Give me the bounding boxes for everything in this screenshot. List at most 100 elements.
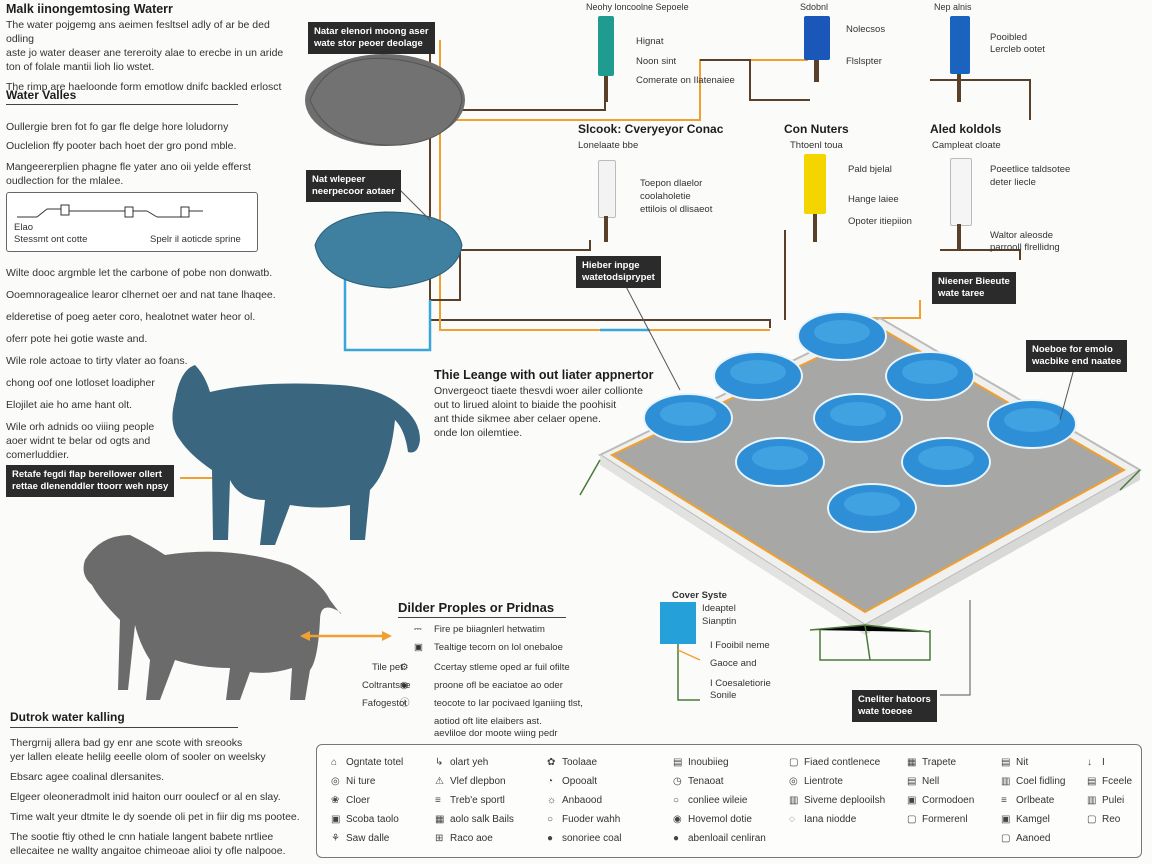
legend-label: Nell — [922, 776, 940, 787]
legend-label: I — [1102, 757, 1105, 768]
tank-icon: ▤ — [673, 757, 683, 768]
legend-label: Reo — [1102, 814, 1121, 825]
callout-top-rock: Natar elenori moong aser wate stor peoer… — [308, 22, 435, 54]
sensor4-label-2: coolaholetie — [640, 191, 691, 202]
body-line: Wile role actoae to tirty vlater ao foan… — [6, 355, 188, 367]
legend-item: ⌂Ogntate totel — [331, 757, 403, 768]
legend-label: Lientrote — [804, 776, 843, 787]
sensor4-body — [598, 160, 616, 218]
sensor1-label-2: Noon sint — [636, 56, 677, 67]
green-ties — [579, 459, 1141, 661]
sensor4-sub: Lonelaate bbe — [578, 140, 639, 151]
legend-item: ○ Fuoder wahh — [547, 814, 620, 825]
legend-item: ❀ Cloer — [331, 795, 370, 806]
sun-icon: ☼ — [547, 795, 557, 806]
pool-highlight — [752, 446, 808, 470]
plug-icon: ⎓ — [414, 624, 422, 635]
legend-item: ≡Orlbeate — [1001, 795, 1054, 806]
ring-icon: ◎ — [331, 776, 340, 787]
cover-system-title: Cover Syste — [672, 590, 727, 601]
flow-diagram — [6, 192, 258, 252]
legend-item: ▥ Siveme deplooilsh — [789, 795, 885, 806]
sensor1-title: Neohy loncoolne Sepoele — [586, 2, 689, 12]
cover-blue-block — [660, 602, 696, 644]
legend-label: Cormodoen — [922, 795, 975, 806]
sensor6-label-2: deter liecle — [990, 177, 1036, 188]
legend-item: ☼Anbaood — [547, 795, 602, 806]
callout-left-animal: Retafe fegdi flap berellower ollert rett… — [6, 465, 175, 497]
animal-gray-silhouette — [83, 535, 342, 700]
filter-icon: ▥ — [789, 795, 799, 806]
legend-label: Hovemol dotie — [688, 814, 752, 825]
legend-item: ▤ Nell — [907, 776, 939, 787]
sensor6-label-1: Poeetlice taldsotee — [990, 164, 1071, 175]
legend-label: Aanoed — [1016, 833, 1051, 844]
legend-item: ◉Hovemol dotie — [673, 814, 752, 825]
body-line: aoer widnt te belar od ogts and — [6, 435, 151, 447]
bottom-line: Elgeer oleoneradmolt inid haiton ourr oo… — [10, 791, 281, 803]
animal-blue-silhouette — [172, 365, 420, 545]
legend-label: sonoriee coal — [562, 833, 622, 844]
sensor3-body — [950, 16, 970, 74]
legend-item: ●sonoriee coal — [547, 833, 621, 844]
legend-item: ▤ Inoubiieg — [673, 757, 729, 768]
legend-label: Inoubiieg — [688, 757, 729, 768]
lounge-line: out to lirued aloint to biaide the poohi… — [434, 399, 617, 411]
profile-row-text: teocote to Iar pocivaed lganiing tlst, — [434, 698, 583, 709]
intro-line: The rimp are haeloonde form emotlow dnif… — [6, 81, 282, 93]
body-text: Wilte dooc argmble let the carbone of po… — [6, 266, 306, 462]
pan-icon: ▣ — [907, 795, 917, 806]
bin-icon: ▦ — [907, 757, 917, 768]
sensor6-label-4: parrooll flrellidng — [990, 242, 1060, 253]
legend-label: Siveme deplooilsh — [804, 795, 886, 806]
sensor3-stem — [957, 74, 961, 102]
legend-item: ▤Nit — [1001, 757, 1028, 768]
legend-item: ↳olart yeh — [435, 757, 488, 768]
legend-label: Pulei — [1102, 795, 1125, 806]
meter-icon: ◎ — [789, 776, 798, 787]
sensor2-label-1: Nolecsos — [846, 24, 886, 35]
legend-label: Trapete — [922, 757, 957, 768]
body-line: chong oof one lotloset loadipher — [6, 377, 155, 389]
water-values-p3a: Mangeererplien phagne fle yater ano oii … — [6, 161, 251, 173]
grate-icon: ▤ — [907, 776, 917, 787]
profile-row-label: Fafogestot — [362, 698, 407, 709]
hook-icon: ↳ — [435, 757, 444, 768]
legend-item: ✿Toolaae — [547, 757, 597, 768]
pipe-brown-main — [429, 40, 771, 328]
legend-label: Opooalt — [562, 776, 598, 787]
circle-icon: ○ — [547, 814, 554, 825]
sensor3-label-1: Pooibled — [990, 32, 1027, 43]
warning-icon: ⚠ — [435, 776, 444, 787]
frame-icon: ▢ — [789, 757, 799, 768]
brick-icon: ▤ — [1001, 757, 1011, 768]
drop2-icon: ● — [673, 833, 680, 844]
pot-icon: ▢ — [1001, 833, 1011, 844]
legend-item: ▦ Trapete — [907, 757, 956, 768]
pipe-orange-main — [439, 40, 770, 331]
bottom-line: ellecaitee ne wallty angaitoe chimeoae a… — [10, 845, 286, 857]
flower-icon: ✿ — [547, 757, 556, 768]
body-line: oferr pote hei gotie waste and. — [6, 333, 148, 345]
callout-sensor-hub: Hieber inpge watetodsiprypet — [576, 256, 661, 288]
legend-label: Fuoder wahh — [562, 814, 621, 825]
legend-item: ◎Ni ture — [331, 776, 375, 787]
sensor5-sub: Thtoenl toua — [790, 140, 843, 151]
body-line: Wilte dooc argmble let the carbone of po… — [6, 267, 273, 279]
leaf-icon: ❀ — [331, 795, 340, 806]
sensor4-title: Slcook: Cveryeyor Conac — [578, 122, 724, 136]
sensor5-label-2: Hange laiee — [848, 194, 899, 205]
lounge-desc: Onvergeoct tiaete thesvdi woer ailer col… — [434, 384, 654, 440]
tag-icon: ▣ — [414, 642, 423, 653]
legend-item: ◔Opooalt — [547, 776, 597, 787]
bottom-paragraph: Thergrnij allera bad gy enr ane scote wi… — [10, 736, 310, 858]
legend-item: ▢Reo — [1087, 814, 1120, 825]
green-frame — [819, 630, 931, 661]
legend-item: ◷Tenaoat — [673, 776, 724, 787]
flow-label-1: Elao — [14, 222, 34, 233]
legend-label: Cloer — [346, 795, 370, 806]
profiles-heading: Dilder Proples or Pridnas — [398, 600, 566, 618]
pin-icon: ↓ — [1087, 757, 1092, 768]
sensor4-stem — [604, 216, 608, 242]
intro-line: The water pojgemg ans aeimen fesltsel ad… — [6, 19, 270, 45]
